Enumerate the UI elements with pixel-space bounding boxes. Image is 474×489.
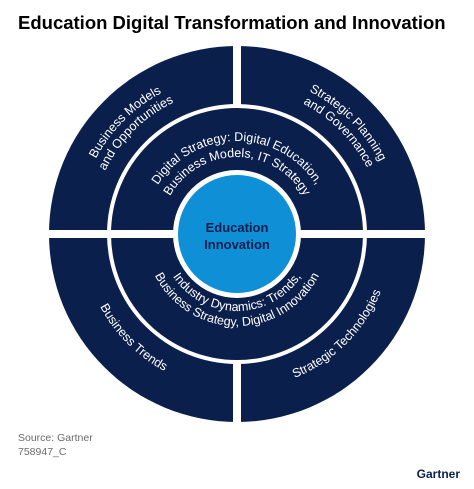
figure-id: 758947_C <box>18 446 67 458</box>
center-label-line2: Innovation <box>204 237 270 252</box>
source-label: Source: Gartner <box>18 432 93 444</box>
page-title: Education Digital Transformation and Inn… <box>18 12 446 33</box>
center-label-line1: Education <box>206 220 269 235</box>
center-circle <box>178 175 296 293</box>
gartner-logo: Gartner <box>416 467 460 481</box>
source-note: Source: Gartner 758947_C <box>18 431 93 459</box>
